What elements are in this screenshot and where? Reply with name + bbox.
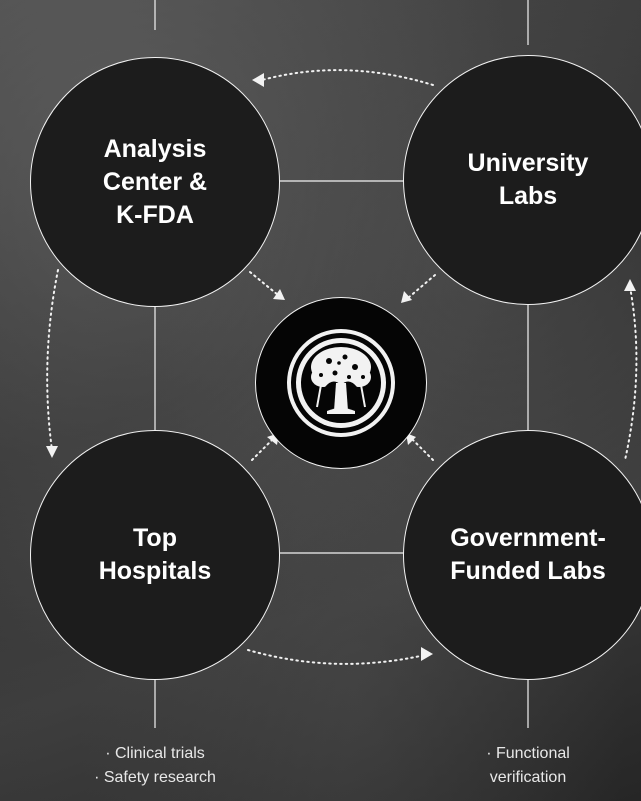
center-logo-circle (255, 297, 427, 469)
analysis-arrowhead (273, 289, 285, 300)
arrow-university-to-center (407, 274, 436, 299)
node-government-label: Government- Funded Labs (450, 524, 606, 585)
left-arc-arrowhead (46, 446, 58, 458)
hospitals-caption: · Clinical trials · Safety research (94, 745, 216, 786)
right-dotted-arc (624, 286, 638, 461)
top-dotted-arc (261, 69, 434, 86)
left-dotted-arc (46, 269, 59, 451)
node-hospitals-label: Top Hospitals (98, 524, 212, 585)
node-top-hospitals: Top Hospitals (30, 430, 280, 680)
bottom-arc-arrowhead (421, 647, 433, 661)
bottom-dotted-arc (247, 649, 426, 665)
government-caption: · Functional verification (486, 745, 570, 786)
arrow-hospitals-to-center (251, 439, 273, 461)
tree-emblem-icon (287, 329, 395, 437)
arrow-government-to-center (412, 439, 434, 461)
node-university-labs: University Labs (403, 55, 641, 305)
node-analysis-label: Analysis Center & K-FDA (102, 134, 208, 229)
top-arc-arrowhead (252, 73, 264, 87)
node-government-labs: Government- Funded Labs (403, 430, 641, 680)
node-university-label: University Labs (467, 149, 589, 210)
university-arrowhead (401, 291, 412, 303)
right-arc-arrowhead (624, 279, 636, 291)
node-analysis-center: Analysis Center & K-FDA (30, 57, 280, 307)
arrow-analysis-to-center (249, 271, 279, 296)
